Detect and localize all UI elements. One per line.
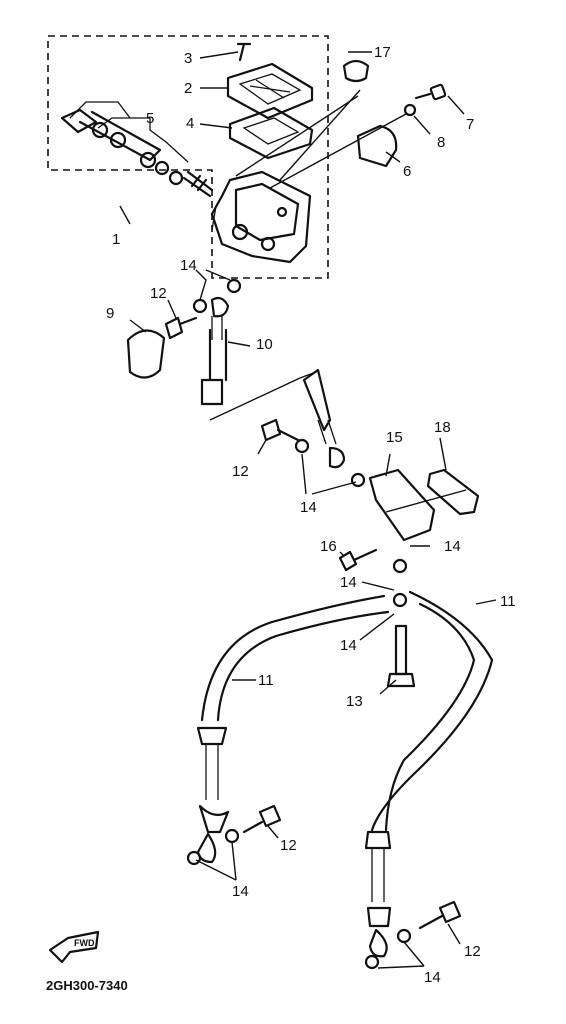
callout-13: 13	[346, 693, 363, 710]
part-14-washer-a	[192, 298, 208, 314]
part-14-washer-c	[294, 438, 310, 454]
callout-16: 16	[320, 538, 337, 555]
part-15-joint	[368, 468, 436, 542]
part-11-hose-right	[364, 590, 494, 958]
part-14-washer-j	[364, 954, 380, 970]
fwd-arrow-icon: FWD	[48, 930, 100, 964]
callout-7: 7	[466, 116, 474, 133]
part-14-washer-d	[350, 472, 366, 488]
callout-12-upper: 12	[150, 285, 167, 302]
callout-6: 6	[403, 163, 411, 180]
part-9-boot	[126, 329, 166, 379]
callout-18: 18	[434, 419, 451, 436]
part-14-washer-g	[224, 828, 240, 844]
part-12-bolt-lower-right	[418, 900, 462, 930]
assembly-boundary-dashed	[47, 35, 329, 279]
callout-14-upper: 14	[180, 257, 197, 274]
part-3-screw	[236, 42, 252, 62]
callout-9: 9	[106, 305, 114, 322]
callout-10: 10	[256, 336, 273, 353]
part-14-washer-e	[392, 558, 408, 574]
part-13-union-bolt	[386, 624, 416, 688]
part-14-washer-i	[396, 928, 412, 944]
callout-14-right: 14	[444, 538, 461, 555]
part-12-bolt-upper	[164, 316, 198, 340]
callout-12-lower-left: 12	[280, 837, 297, 854]
callout-3: 3	[184, 50, 192, 67]
part-12-bolt-middle	[260, 418, 300, 442]
callout-11-right: 11	[500, 593, 516, 610]
callout-14-lower-right: 14	[424, 969, 441, 986]
callout-14-middle: 14	[300, 499, 317, 516]
callout-1: 1	[112, 231, 120, 248]
diagram-code-caption: 2GH300-7340	[46, 978, 128, 993]
part-8-nut	[403, 103, 417, 117]
part-16-bolt	[338, 548, 378, 572]
callout-17: 17	[374, 44, 391, 61]
part-18-bracket	[426, 468, 480, 516]
part-4-diaphragm	[228, 106, 314, 160]
part-5-piston-kit	[60, 101, 214, 198]
callout-14-center: 14	[340, 574, 357, 591]
callout-15: 15	[386, 429, 403, 446]
part-6-clamp	[356, 124, 398, 168]
part-7-bolt	[414, 83, 447, 101]
callout-2: 2	[184, 80, 192, 97]
part-14-washer-h	[186, 850, 202, 866]
part-17-cap	[342, 59, 370, 83]
callout-14-lower: 14	[340, 637, 357, 654]
fwd-label: FWD	[74, 938, 95, 948]
callout-12-lower-right: 12	[464, 943, 481, 960]
callout-14-lower-left: 14	[232, 883, 249, 900]
callout-5: 5	[146, 110, 154, 127]
callout-8: 8	[437, 134, 445, 151]
callout-numbers: 3 2 4 5 1 17 7 8 6 14 12 9 10 12 14 15 1…	[106, 44, 516, 986]
part-10-brake-hose	[200, 296, 346, 469]
part-2-reservoir-cap	[226, 62, 314, 120]
part-11-hose-left	[196, 594, 390, 864]
part-1-master-cylinder	[210, 170, 312, 264]
callout-11-left: 11	[258, 672, 274, 689]
leader-lines	[119, 51, 497, 969]
part-14-washer-b	[226, 278, 242, 294]
callout-4: 4	[186, 115, 194, 132]
callout-12-middle: 12	[232, 463, 249, 480]
part-12-bolt-lower-left	[242, 804, 282, 834]
part-14-washer-f	[392, 592, 408, 608]
